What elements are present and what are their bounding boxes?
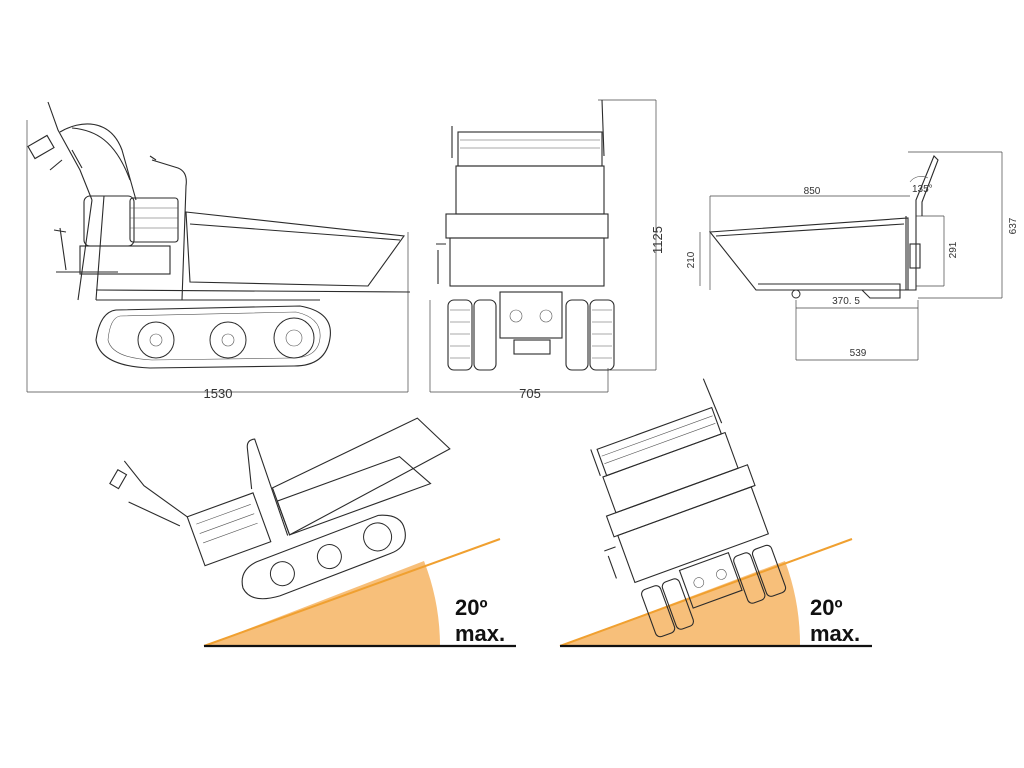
slope-side-max: max. xyxy=(455,621,505,646)
bucket-side-view: 135° 850 210 291 637 370. 5 539 xyxy=(686,151,1019,361)
front-view-height-dim: 1125 xyxy=(650,226,665,254)
slope-side-angle: 20º xyxy=(455,595,488,620)
bucket-front-height-dim: 210 xyxy=(686,251,697,268)
slope-front-angle: 20º xyxy=(810,595,843,620)
slope-side-view: 20º max. xyxy=(109,417,516,648)
side-view-length-dim: 1530 xyxy=(204,386,233,401)
bucket-rear-base-dim: 539 xyxy=(850,348,867,359)
front-view-dumper: 705 1125 xyxy=(429,99,665,401)
bucket-base-length-dim: 370. 5 xyxy=(832,296,860,307)
front-view-width-dim: 705 xyxy=(519,386,541,401)
slope-front-incline xyxy=(559,538,853,647)
bucket-length-dim: 850 xyxy=(804,186,821,197)
slope-front-view: 20º max. xyxy=(559,378,872,648)
side-view-dumper: 1530 xyxy=(26,101,411,401)
bucket-angle-label: 135° xyxy=(912,184,933,195)
bucket-rear-height-dim: 291 xyxy=(948,241,959,258)
slope-front-max: max. xyxy=(810,621,860,646)
bucket-total-height-dim: 637 xyxy=(1008,217,1019,234)
slope-side-incline xyxy=(203,538,501,647)
